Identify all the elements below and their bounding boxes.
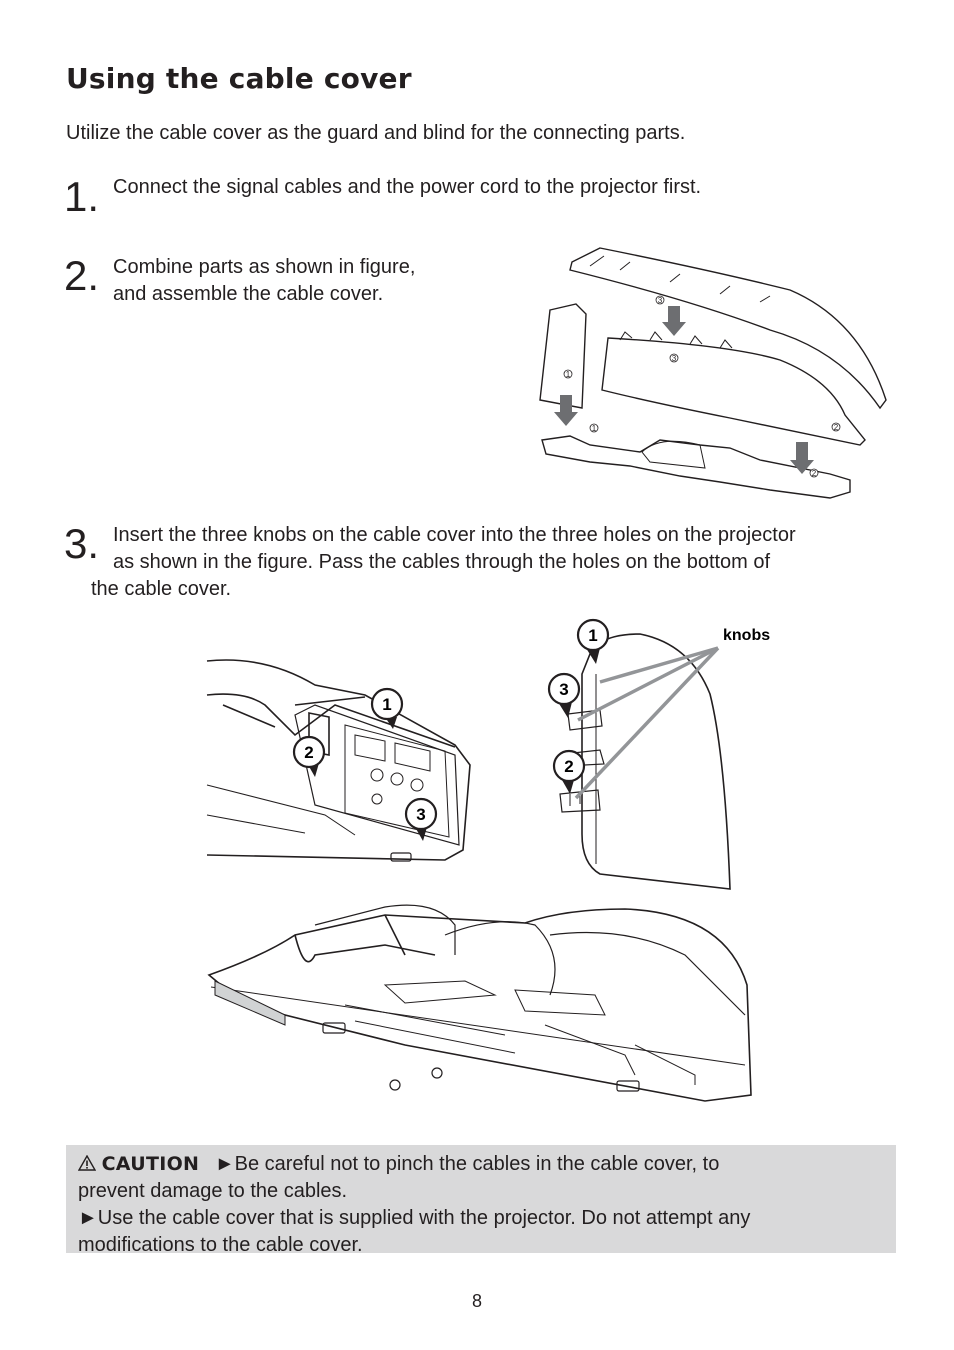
caution-label: CAUTION (101, 1153, 200, 1175)
cover-bottom-rail (541, 435, 851, 499)
intro-text: Utilize the cable cover as the guard and… (66, 122, 686, 144)
callout-circle (547, 672, 581, 706)
caution-text-2: prevent damage to the cables. (78, 1180, 348, 1202)
step-3-line-1: Insert the three knobs on the cable cove… (113, 524, 796, 546)
knob-pointer-lines (574, 646, 720, 800)
caution-box: CAUTION ►Be careful not to pinch the cab… (66, 1145, 896, 1256)
step-3-number: 3. (64, 520, 100, 567)
callout-circle (370, 687, 404, 721)
callout-circle (552, 749, 586, 783)
cover-left-panel (539, 303, 587, 409)
part-label: 1 (592, 424, 597, 433)
step-1-number: 1. (64, 173, 100, 220)
caution-text-3: ►Use the cable cover that is supplied wi… (78, 1207, 751, 1229)
page-number: 8 (471, 1291, 482, 1311)
step-1-text: Connect the signal cables and the power … (113, 176, 702, 198)
warning-triangle-icon (77, 1153, 102, 1175)
caution-text-4: modifications to the cable cover. (78, 1234, 363, 1256)
callout-label: 3 (416, 805, 425, 824)
cover-middle-panel (601, 337, 866, 446)
step-3-line-2: as shown in the figure. Pass the cables … (113, 551, 771, 573)
step-2-number: 2. (64, 252, 100, 299)
part-label: 2 (834, 423, 839, 432)
callout-circle (292, 735, 326, 769)
step-3-line-3: the cable cover. (91, 578, 232, 600)
cable-cover-assembly-figure: 3 3 1 1 2 2 (539, 247, 887, 499)
part-label: 2 (812, 469, 817, 478)
projector-rear-figure: 1 2 3 (206, 659, 471, 862)
callout-label: 2 (564, 757, 573, 776)
caution-text-1: ►Be careful not to pinch the cables in t… (214, 1153, 720, 1175)
callout-label: 1 (588, 626, 597, 645)
projector-underside-figure (207, 904, 752, 1102)
callout-label: 2 (304, 743, 313, 762)
step-2-line-2: and assemble the cable cover. (113, 283, 384, 305)
callout-label: 3 (559, 680, 568, 699)
page-title: Using the cable cover (66, 62, 412, 95)
step-2-line-1: Combine parts as shown in figure, (113, 256, 416, 278)
cover-top-part (569, 247, 887, 410)
step-2-text: Combine parts as shown in figure, and as… (113, 254, 415, 308)
part-label: 3 (672, 354, 677, 363)
cable-cover-knobs-figure: knobs 1 3 2 (547, 618, 770, 890)
part-label: 3 (658, 296, 663, 305)
callout-circle (404, 797, 438, 831)
callout-label: 1 (382, 695, 391, 714)
part-label: 1 (566, 370, 571, 379)
assembly-arrows (554, 306, 814, 474)
callout-circle (576, 618, 610, 652)
knobs-label: knobs (723, 627, 770, 644)
